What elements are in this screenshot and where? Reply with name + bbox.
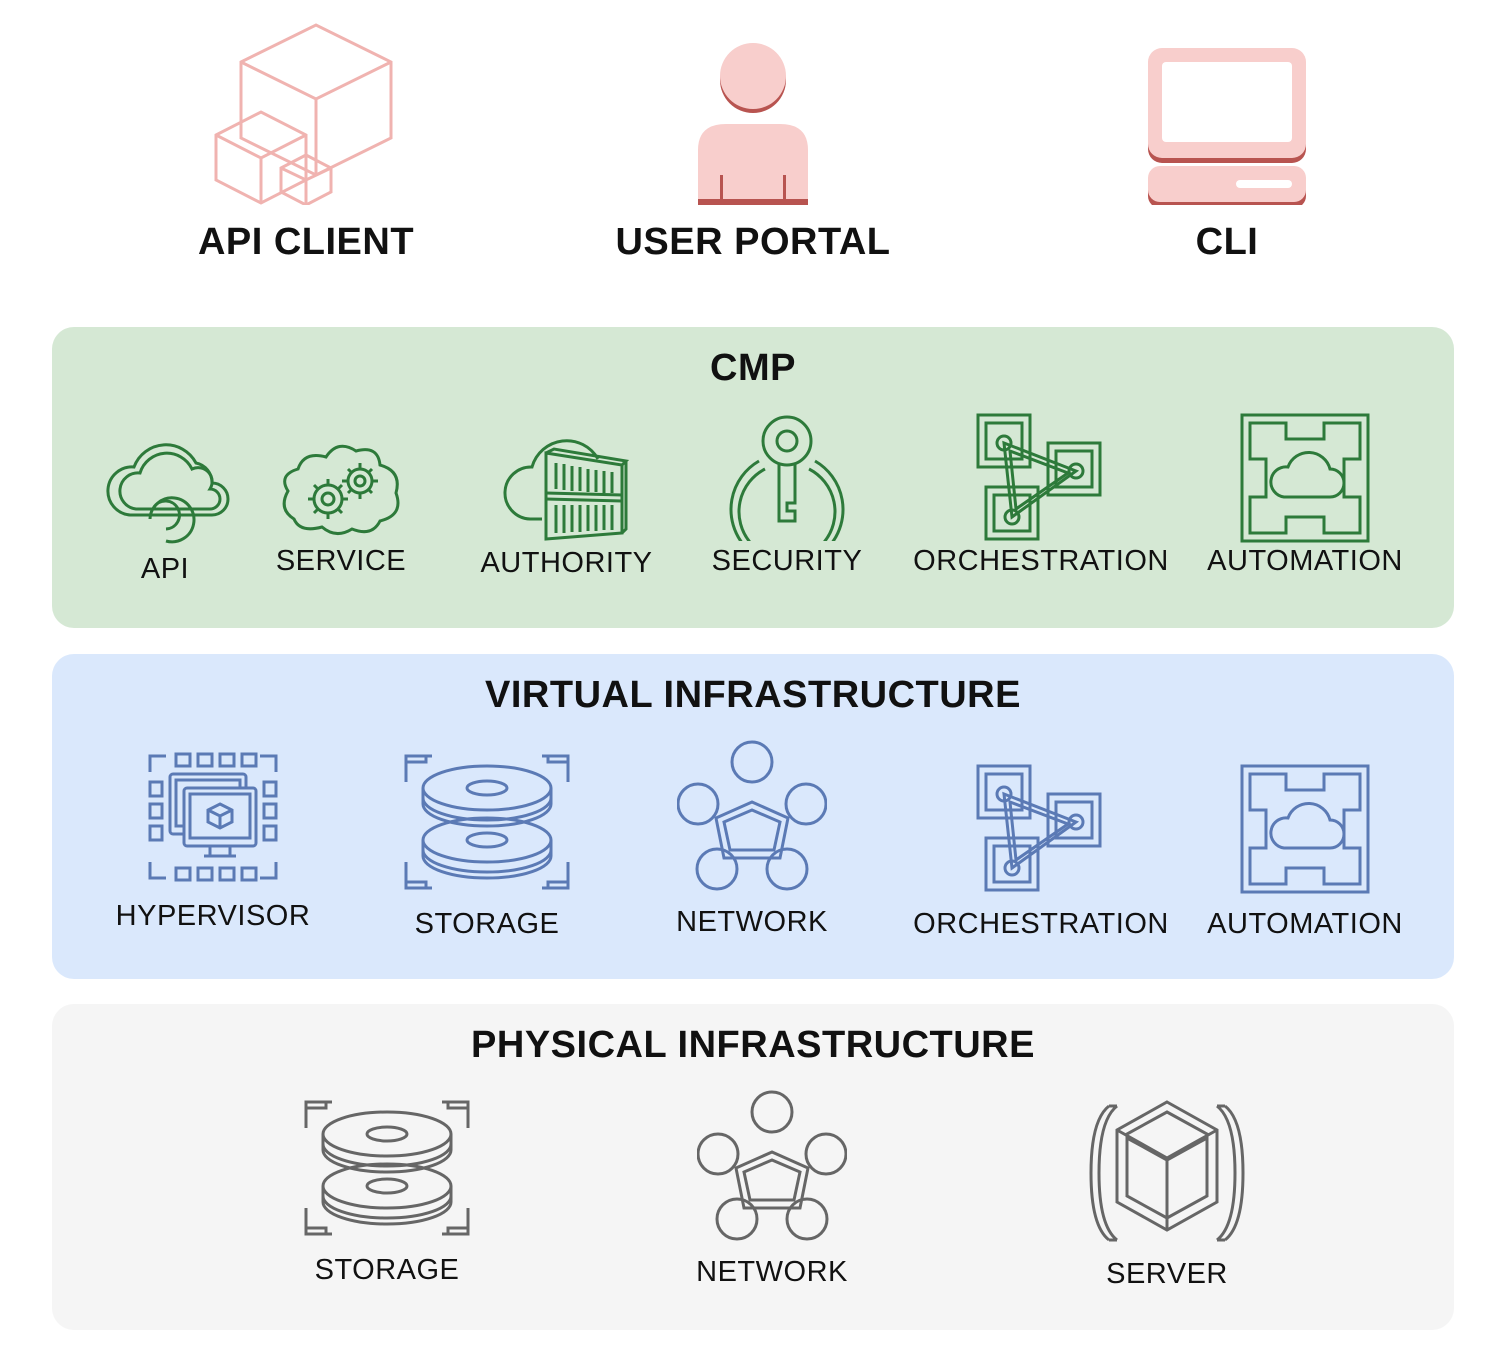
cmp-item-security: SECURITY	[702, 413, 872, 578]
virtual-item-network: NETWORK	[652, 740, 852, 939]
virtual-item-orchestration: ORCHESTRATION	[906, 764, 1176, 941]
virtual-item-hypervisor: HYPERVISOR	[98, 752, 328, 933]
storage-disks-icon	[304, 1100, 470, 1236]
orchestration-icon	[976, 764, 1102, 892]
physical-title: PHYSICAL INFRASTRUCTURE	[471, 1024, 1035, 1066]
cmp-item-orchestration: ORCHESTRATION	[906, 413, 1176, 578]
cmp-layer: CMP API SERVICE AUTHORITY	[52, 327, 1454, 628]
client-label: USER PORTAL	[615, 221, 891, 263]
network-ring-icon	[697, 1090, 847, 1241]
client-api: API CLIENT	[146, 20, 466, 264]
automation-cloud-icon	[1240, 764, 1370, 894]
automation-cloud-icon	[1240, 413, 1370, 543]
virtual-infrastructure-layer: VIRTUAL INFRASTRUCTURE HYPERVISOR STORAG…	[52, 654, 1454, 979]
cubes-icon	[214, 23, 393, 205]
cmp-item-automation: AUTOMATION	[1195, 413, 1415, 578]
physical-item-network: NETWORK	[672, 1090, 872, 1289]
hypervisor-icon	[148, 752, 278, 882]
item-label: HYPERVISOR	[115, 900, 311, 932]
computer-icon	[1148, 48, 1306, 205]
virtual-item-automation: AUTOMATION	[1195, 764, 1415, 941]
client-label: CLI	[1195, 221, 1259, 263]
physical-infrastructure-layer: PHYSICAL INFRASTRUCTURE STORAGE NETWORK …	[52, 1004, 1454, 1330]
item-label: ORCHESTRATION	[913, 545, 1169, 577]
cmp-title: CMP	[710, 347, 796, 389]
item-label: AUTHORITY	[480, 547, 653, 579]
item-label: NETWORK	[676, 906, 828, 938]
storage-disks-icon	[404, 754, 570, 890]
item-label: ORCHESTRATION	[913, 908, 1169, 940]
item-label: SERVICE	[275, 545, 407, 577]
virtual-item-storage: STORAGE	[392, 752, 582, 941]
item-label: AUTOMATION	[1207, 545, 1403, 577]
item-label: SECURITY	[711, 545, 863, 577]
client-label: API CLIENT	[197, 221, 415, 263]
cloud-api-icon	[106, 443, 230, 544]
item-label: SERVER	[1106, 1258, 1228, 1290]
item-label: STORAGE	[414, 908, 560, 940]
cloud-building-icon	[503, 439, 629, 541]
orchestration-icon	[976, 413, 1102, 541]
item-label: NETWORK	[696, 1256, 848, 1288]
cmp-item-api: API	[80, 433, 250, 586]
server-cube-icon	[1089, 1100, 1245, 1242]
client-cli: CLI	[1067, 20, 1387, 264]
physical-item-storage: STORAGE	[292, 1098, 482, 1287]
physical-item-server: SERVER	[1072, 1098, 1262, 1291]
key-lock-icon	[729, 415, 845, 541]
item-label: API	[140, 553, 190, 585]
cmp-item-service: SERVICE	[256, 439, 426, 578]
cloud-gears-icon	[282, 444, 400, 535]
user-icon	[698, 43, 808, 205]
item-label: STORAGE	[314, 1254, 460, 1286]
cmp-item-authority: AUTHORITY	[474, 429, 659, 580]
network-ring-icon	[677, 740, 827, 891]
virtual-title: VIRTUAL INFRASTRUCTURE	[485, 674, 1021, 716]
client-user-portal: USER PORTAL	[593, 20, 913, 264]
item-label: AUTOMATION	[1207, 908, 1403, 940]
